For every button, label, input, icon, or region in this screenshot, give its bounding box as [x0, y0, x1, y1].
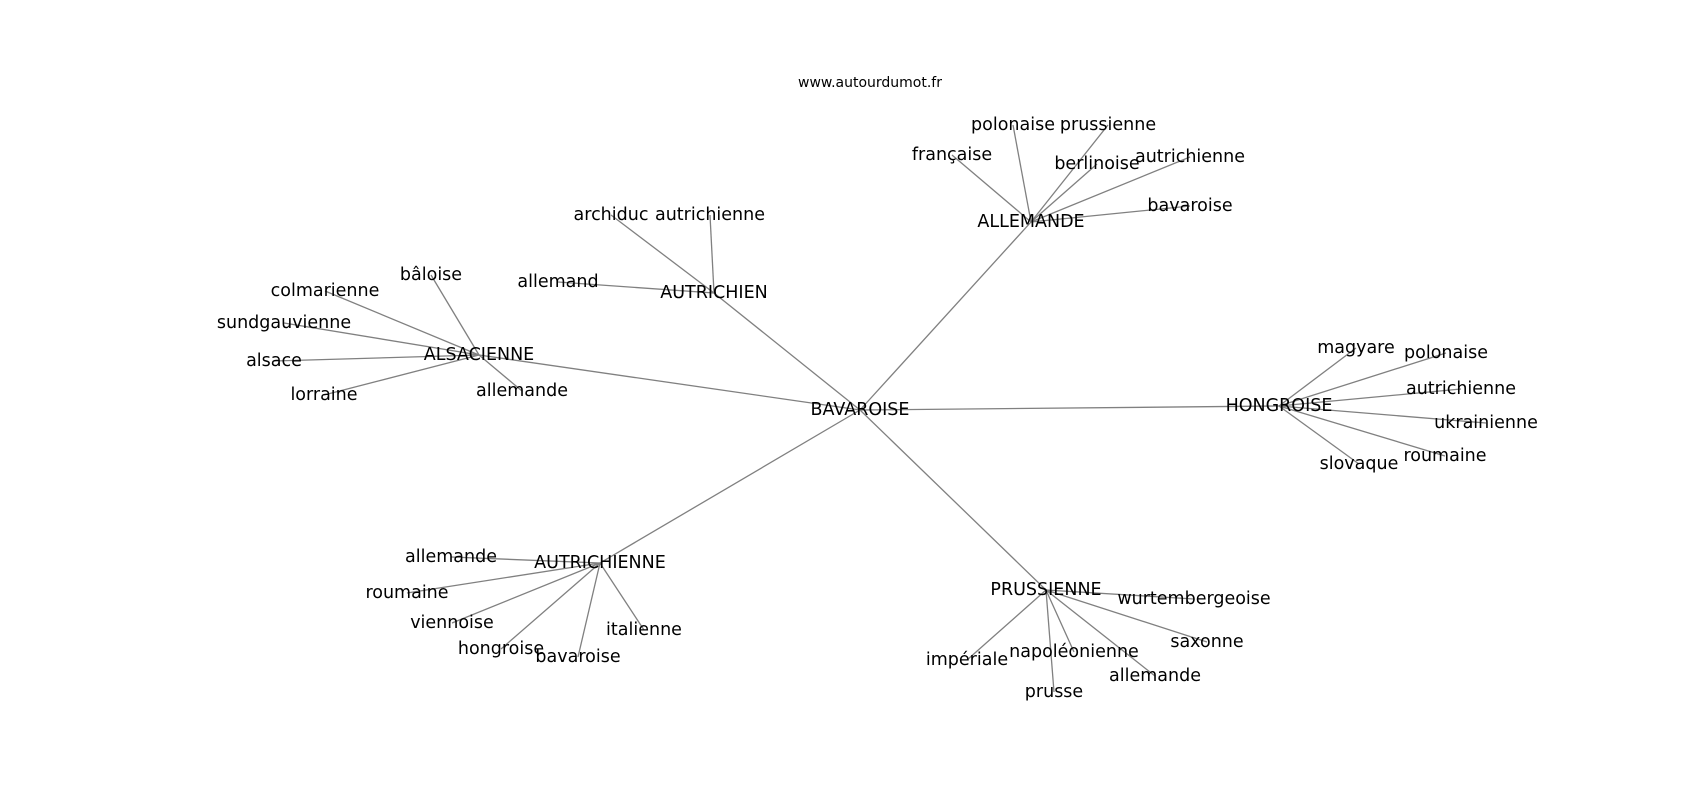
edge-prussienne-saxonne	[1045, 589, 1208, 643]
node-hub-autrichienne: AUTRICHIENNE	[534, 553, 666, 573]
node-hub-hongroise: HONGROISE	[1226, 396, 1333, 416]
edge-hongroise-autrichienne	[1278, 388, 1462, 407]
edge-alsacienne-alsace	[273, 354, 480, 362]
node-leaf-allemande-autrichienne: autrichienne	[1135, 147, 1245, 167]
edge-hongroise-slovaque	[1278, 405, 1360, 465]
node-leaf-alsacienne-alsace: alsace	[246, 351, 302, 371]
node-leaf-autrichienne-viennoise: viennoise	[410, 613, 494, 633]
edge-alsacienne-lorraine	[323, 354, 480, 396]
edge-center-autrichienne	[599, 409, 861, 564]
node-leaf-alsacienne-baloise: bâloise	[400, 265, 462, 285]
edge-hongroise-ukrainienne	[1278, 405, 1487, 424]
edge-alsacienne-allemande	[478, 354, 523, 392]
edge-allemande-prussienne	[1030, 124, 1109, 223]
edge-autrichienne-bavaroise	[577, 562, 601, 658]
node-leaf-allemande-francaise: française	[912, 145, 992, 165]
edge-alsacienne-baloise	[430, 274, 480, 356]
node-leaf-autrichienne-allemande: allemande	[405, 547, 497, 567]
node-leaf-prussienne-imperiale: impériale	[926, 650, 1008, 670]
node-leaf-autrichienne-hongroise: hongroise	[458, 639, 544, 659]
edge-hongroise-roumaine	[1278, 405, 1446, 457]
node-leaf-autrichienne-roumaine: roumaine	[365, 583, 448, 603]
node-leaf-prussienne-napoleonienne: napoléonienne	[1009, 642, 1139, 662]
node-leaf-hongroise-polonaise: polonaise	[1404, 343, 1488, 363]
node-hub-autrichien: AUTRICHIEN	[660, 283, 767, 303]
edge-center-prussienne	[859, 409, 1047, 591]
node-hub-allemande: ALLEMANDE	[977, 212, 1084, 232]
node-leaf-allemande-polonaise: polonaise	[971, 115, 1055, 135]
graph-labels: www.autourdumot.fr BAVAROISE ALLEMANDE pol…	[217, 75, 1538, 702]
edge-autrichienne-allemande	[450, 556, 601, 564]
node-leaf-alsacienne-lorraine: lorraine	[290, 385, 357, 405]
node-leaf-allemande-bavaroise: bavaroise	[1147, 196, 1232, 216]
edge-autrichienne-italienne	[599, 562, 645, 631]
node-leaf-prussienne-allemande: allemande	[1109, 666, 1201, 686]
node-leaf-autrichienne-italienne: italienne	[606, 620, 682, 640]
edge-autrichienne-viennoise	[451, 562, 601, 624]
node-leaf-alsacienne-sundgauvienne: sundgauvienne	[217, 313, 351, 333]
edge-allemande-francaise	[951, 154, 1032, 223]
node-leaf-autrichien-archiduc: archiduc	[574, 205, 649, 225]
node-leaf-prussienne-wurtembergeoise: wurtembergeoise	[1117, 589, 1270, 609]
edge-allemande-polonaise	[1012, 124, 1032, 223]
edge-hongroise-polonaise	[1278, 352, 1447, 407]
edge-autrichienne-hongroise	[500, 562, 601, 650]
node-leaf-autrichienne-bavaroise: bavaroise	[535, 647, 620, 667]
edge-allemande-berlinoise	[1030, 163, 1098, 223]
edge-center-alsacienne	[478, 354, 861, 411]
edge-autrichienne-roumaine	[406, 562, 601, 594]
edge-prussienne-imperiale	[966, 589, 1047, 661]
graph-edges	[273, 124, 1487, 693]
node-center-bavaroise: BAVAROISE	[811, 400, 910, 420]
edge-prussienne-prusse	[1045, 589, 1055, 693]
node-leaf-prussienne-prusse: prusse	[1025, 682, 1083, 702]
node-hub-alsacienne: ALSACIENNE	[424, 345, 535, 365]
edge-autrichien-allemand	[557, 281, 715, 294]
edge-allemande-bavaroise	[1030, 205, 1191, 223]
node-leaf-autrichien-autrichienne: autrichienne	[655, 205, 765, 225]
edge-alsacienne-sundgauvienne	[283, 322, 480, 356]
node-leaf-autrichien-allemand: allemand	[517, 272, 598, 292]
edge-hongroise-magyare	[1278, 347, 1357, 407]
node-leaf-hongroise-autrichienne: autrichienne	[1406, 379, 1516, 399]
edge-prussienne-allemande	[1045, 589, 1156, 677]
edge-center-allemande	[859, 221, 1032, 411]
node-hub-prussienne: PRUSSIENNE	[990, 580, 1101, 600]
edge-allemande-autrichienne	[1030, 156, 1191, 223]
node-leaf-hongroise-roumaine: roumaine	[1403, 446, 1486, 466]
edge-autrichien-autrichienne	[709, 214, 715, 294]
node-leaf-hongroise-ukrainienne: ukrainienne	[1434, 413, 1538, 433]
node-leaf-allemande-berlinoise: berlinoise	[1054, 154, 1139, 174]
edge-autrichien-archiduc	[610, 214, 715, 294]
node-leaf-alsacienne-colmarienne: colmarienne	[271, 281, 380, 301]
node-leaf-hongroise-slovaque: slovaque	[1320, 454, 1399, 474]
edge-alsacienne-colmarienne	[324, 290, 480, 356]
edge-center-hongroise	[859, 405, 1280, 411]
edge-center-autrichien	[713, 292, 861, 411]
node-leaf-prussienne-saxonne: saxonne	[1170, 632, 1243, 652]
node-leaf-allemande-prussienne: prussienne	[1060, 115, 1156, 135]
site-watermark: www.autourdumot.fr	[798, 75, 942, 91]
node-leaf-hongroise-magyare: magyare	[1317, 338, 1395, 358]
node-leaf-alsacienne-allemande: allemande	[476, 381, 568, 401]
edge-prussienne-napoleonienne	[1045, 589, 1075, 653]
edge-prussienne-wurtembergeoise	[1045, 589, 1195, 600]
